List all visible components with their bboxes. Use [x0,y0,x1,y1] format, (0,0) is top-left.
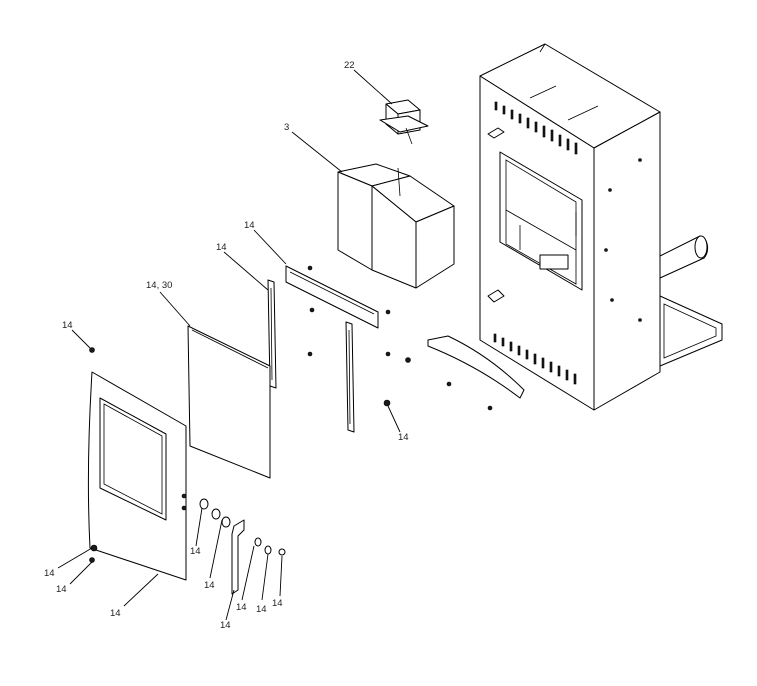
upper-louvres [494,101,578,155]
callout-14-washer-1: 14 [190,546,201,557]
side-rail-right [345,321,355,433]
callout-3: 3 [284,122,289,133]
stove-body [479,43,723,411]
lower-louvres [493,333,577,385]
callout-22: 22 [344,60,355,71]
side-rail-left [267,279,277,389]
top-rail [285,265,379,329]
callout-labels: 22 3 14 14 14, 30 14 14 14 14 14 14 14 1… [44,60,409,631]
callout-14-washer-3: 14 [236,602,247,613]
callout-14-30-glass: 14, 30 [146,280,172,291]
glass-panel [187,325,271,479]
callout-14-top-rail: 14 [244,220,255,231]
callout-14-door-screw: 14 [62,320,73,331]
front-door [87,371,187,581]
callout-14-side-rail: 14 [216,242,227,253]
part-3-box [337,163,455,289]
callout-14-fastener: 14 [398,432,409,443]
callout-14-screw-end: 14 [272,598,283,609]
callout-14-washer-4: 14 [256,604,267,615]
leader-lines [57,69,401,621]
callout-14-hinge-2: 14 [56,584,67,595]
callout-14-hinge-1: 14 [44,568,55,579]
latch-hardware [199,498,286,595]
ash-deflector [427,335,525,411]
callout-14-washer-2: 14 [204,580,215,591]
part-22-hopper-lid [379,99,429,145]
callout-14-handle: 14 [220,620,231,631]
callout-14-door: 14 [110,608,121,619]
